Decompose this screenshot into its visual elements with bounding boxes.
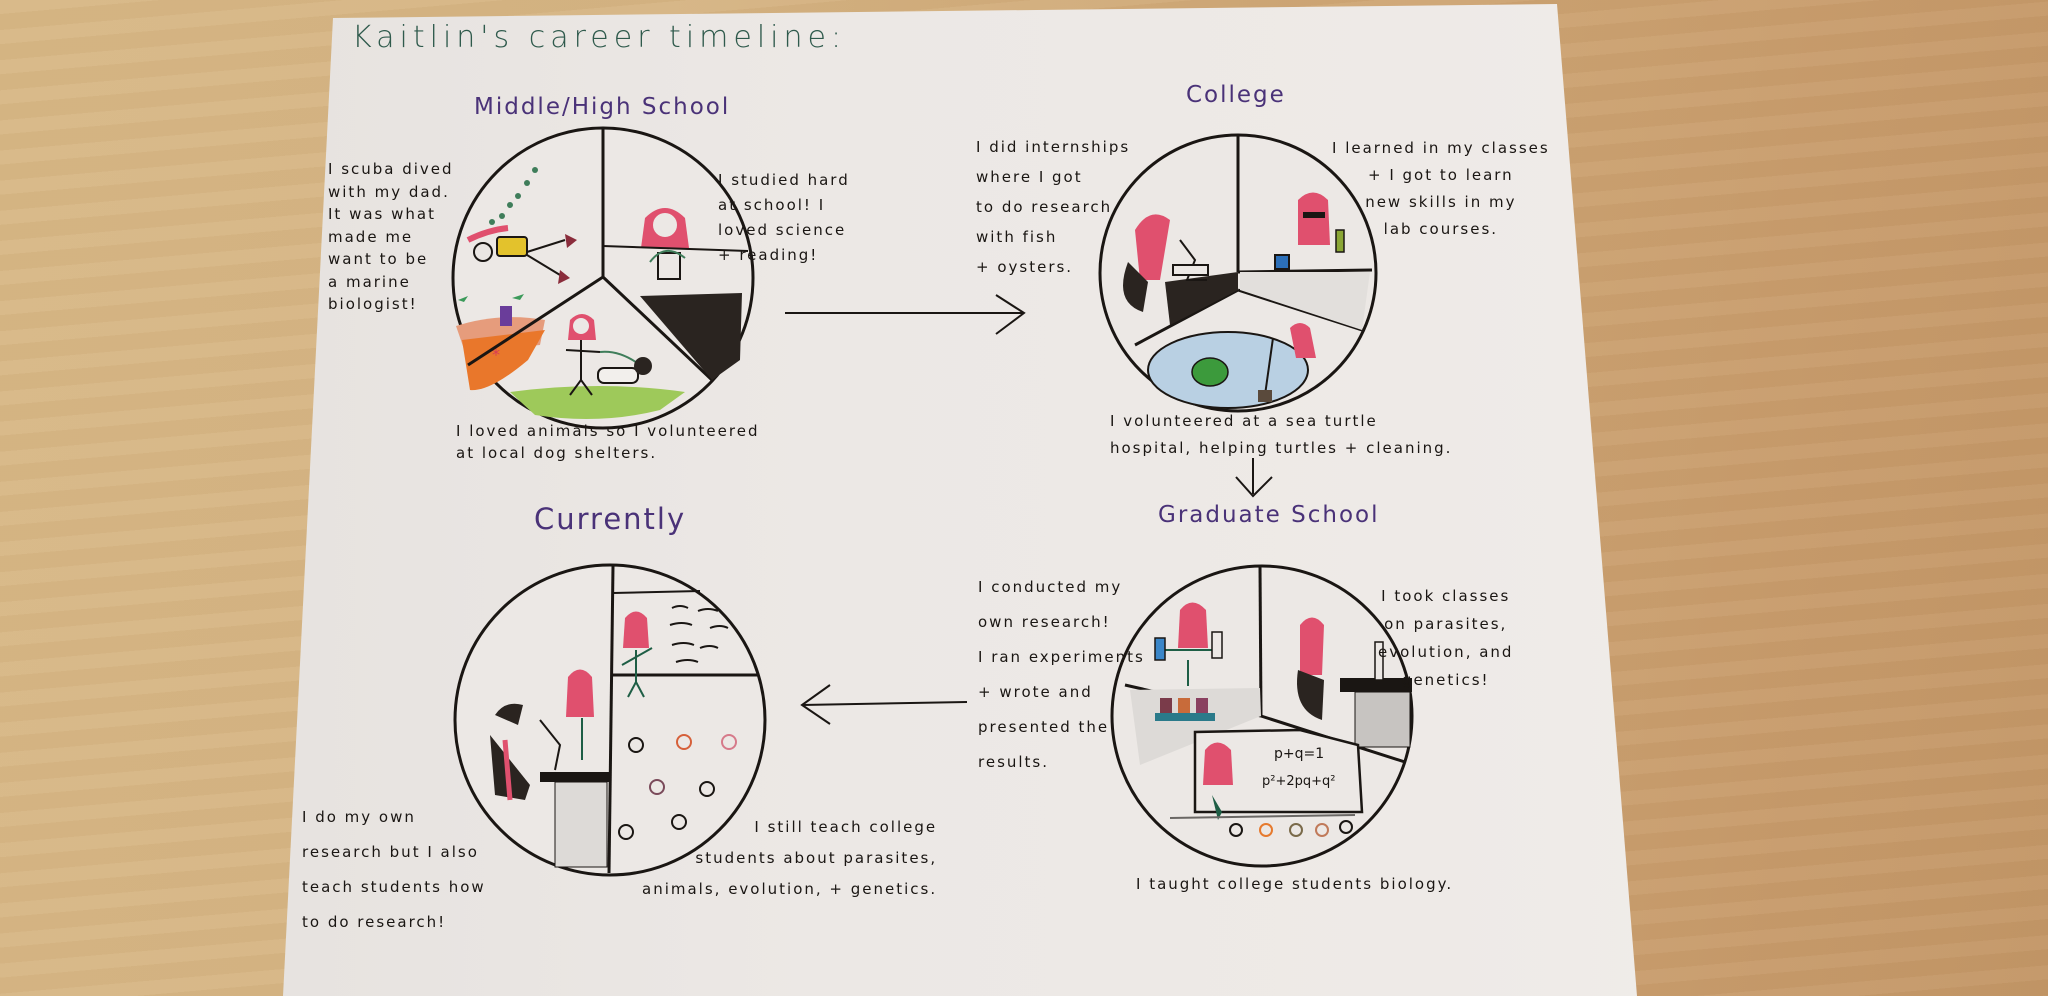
teaching-whiteboard-drawing: p+q=1 p²+2pq+q² [1169, 728, 1364, 837]
caption-study: I studied hard at school! I loved scienc… [718, 171, 850, 264]
studying-girl-drawing [641, 208, 689, 280]
caption-current-teaching: I still teach college students about par… [642, 818, 938, 898]
computer-desk-drawing [1297, 617, 1412, 748]
caption-grad-teaching: I taught college students biology. [1136, 875, 1454, 893]
svg-text:*: * [492, 345, 500, 364]
graduate-school-circle: p+q=1 p²+2pq+q² [1110, 564, 1414, 868]
college-circle [1098, 133, 1378, 413]
caption-scuba: I scuba dived with my dad. It was what m… [328, 160, 454, 313]
heading-college: College [1186, 82, 1286, 108]
caption-internships: I did internships where I got to do rese… [976, 138, 1131, 276]
arrow-down [1235, 458, 1273, 498]
students-symbols [618, 734, 737, 840]
caption-college-classes: I learned in my classes + I got to learn… [1332, 139, 1550, 238]
caption-animals: I loved animals so I volunteered at loca… [456, 422, 760, 462]
middle-high-school-circle: * [451, 126, 755, 430]
student-symbols [1229, 820, 1353, 837]
heading-middle-high-school: Middle/High School [474, 94, 731, 120]
coral-reef-drawing: * [456, 306, 545, 391]
lab-experiment-drawing [1154, 602, 1223, 721]
arrow-left [800, 684, 968, 725]
heading-graduate-school: Graduate School [1158, 502, 1380, 528]
caption-grad-research: I conducted my own research! I ran exper… [978, 578, 1145, 771]
chemistry-lab-drawing [1274, 192, 1345, 270]
currently-circle [453, 563, 767, 877]
microscope-mentoring-drawing [490, 669, 610, 868]
arrow-right [785, 294, 1026, 335]
heading-currently: Currently [534, 502, 687, 536]
caption-grad-classes: I took classes on parasites, evolution, … [1378, 587, 1514, 689]
page-title: Kaitlin's career timeline: [352, 20, 847, 55]
sea-turtle-hospital-drawing [1147, 323, 1316, 409]
dog-walking-drawing [510, 314, 685, 419]
caption-turtles: I volunteered at a sea turtle hospital, … [1110, 412, 1453, 457]
microscope-research-drawing [1123, 214, 1209, 312]
lecture-board-drawing [621, 605, 729, 698]
board-equation-1: p+q=1 [1274, 746, 1324, 762]
board-equation-2: p²+2pq+q² [1262, 774, 1336, 789]
caption-current-research: I do my own research but I also teach st… [302, 808, 486, 931]
scuba-diver-drawing [458, 167, 577, 302]
